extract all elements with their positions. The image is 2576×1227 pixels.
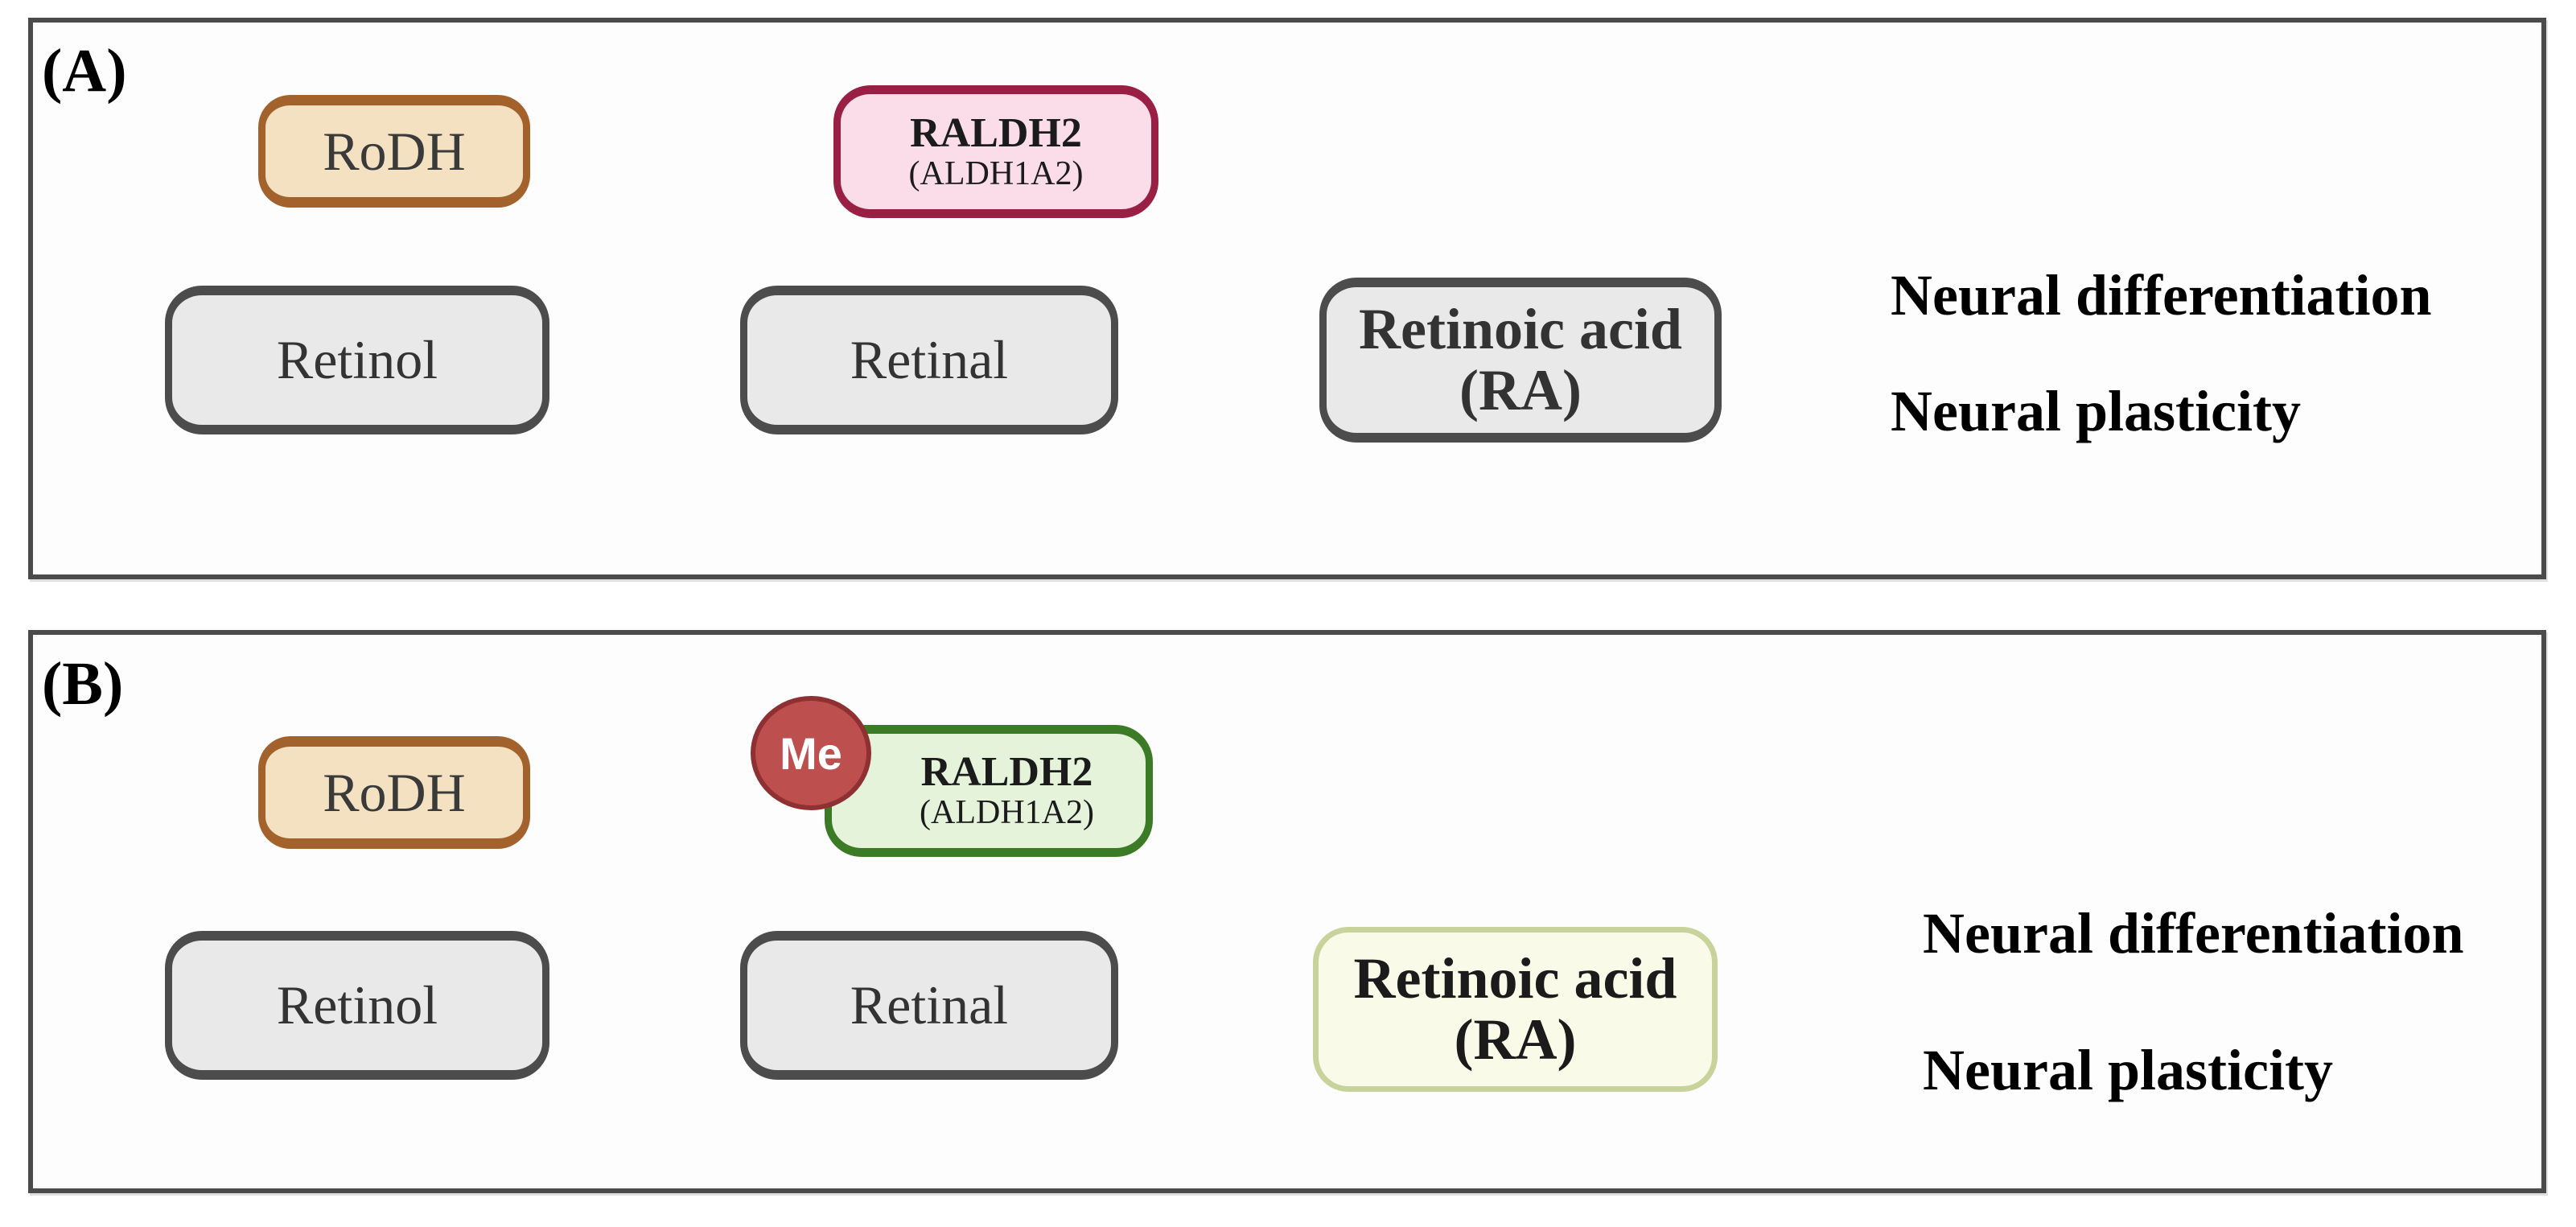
outcome-neural-plasticity-b: Neural plasticity xyxy=(1923,1038,2333,1102)
panel-b xyxy=(28,630,2546,1193)
retinal-box-a: Retinal xyxy=(740,286,1118,434)
retinoic-acid-sublabel-a: (RA) xyxy=(1459,357,1582,422)
retinoic-acid-sublabel-b: (RA) xyxy=(1454,1007,1577,1072)
raldh2-label-b: RALDH2 xyxy=(920,749,1093,796)
outcome-neural-differentiation-a: Neural differentiation xyxy=(1891,263,2432,327)
retinal-label-b: Retinal xyxy=(850,974,1009,1036)
panel-a-label: (A) xyxy=(42,37,127,105)
raldh2-label-a: RALDH2 xyxy=(910,109,1082,156)
retinal-label-a: Retinal xyxy=(850,329,1009,390)
rodh-box-b: RoDH xyxy=(258,736,530,849)
retinol-box-b: Retinol xyxy=(165,931,549,1080)
retinol-box-a: Retinol xyxy=(165,286,549,434)
retinol-label-b: Retinol xyxy=(276,974,438,1036)
rodh-label-b: RoDH xyxy=(323,761,466,823)
raldh2-box-a: RALDH2 (ALDH1A2) xyxy=(833,85,1158,218)
retinoic-acid-label-b: Retinoic acid xyxy=(1353,945,1677,1011)
retinal-box-b: Retinal xyxy=(740,931,1118,1080)
retinol-label-a: Retinol xyxy=(276,329,438,390)
rodh-box-a: RoDH xyxy=(258,95,530,208)
methylation-badge: Me xyxy=(751,696,871,810)
retinoic-acid-box-b: Retinoic acid (RA) xyxy=(1313,927,1718,1092)
panel-b-label: (B) xyxy=(42,650,124,718)
outcome-neural-plasticity-a: Neural plasticity xyxy=(1891,379,2301,443)
raldh2-box-b: RALDH2 (ALDH1A2) xyxy=(825,725,1153,857)
outcome-neural-differentiation-b: Neural differentiation xyxy=(1923,901,2464,966)
methyl-label: Me xyxy=(780,727,842,779)
rodh-label-a: RoDH xyxy=(323,120,466,182)
raldh2-sublabel-b: (ALDH1A2) xyxy=(920,794,1094,832)
retinoic-acid-box-a: Retinoic acid (RA) xyxy=(1319,278,1722,443)
raldh2-sublabel-a: (ALDH1A2) xyxy=(908,154,1084,192)
retinoic-acid-label-a: Retinoic acid xyxy=(1359,296,1682,361)
